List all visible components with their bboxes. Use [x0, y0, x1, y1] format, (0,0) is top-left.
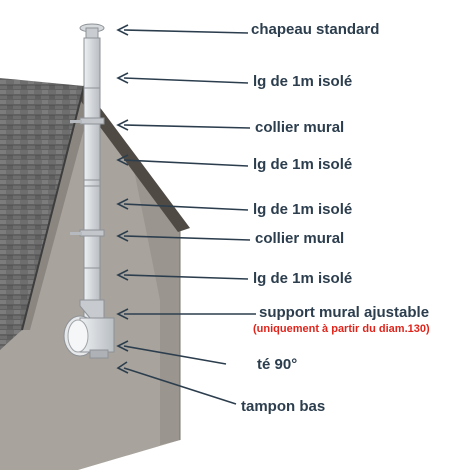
label-insulated-pipe-1: lg de 1m isolé: [253, 73, 353, 90]
leader-lines: [116, 24, 256, 405]
label-wall-collar-1: collier mural: [255, 119, 345, 136]
label-adjustable-wall-support: support mural ajustable: [259, 304, 430, 321]
cap: [79, 23, 105, 39]
wall-collar-2: [70, 229, 105, 237]
chimney-pipe: [83, 37, 101, 341]
tee-90: [63, 315, 115, 359]
label-chapeau-standard: chapeau standard: [251, 21, 380, 38]
label-wall-collar-2: collier mural: [255, 230, 345, 247]
label-insulated-pipe-2: lg de 1m isolé: [253, 156, 353, 173]
note-support-diameter: (uniquement à partir du diam.130): [253, 323, 430, 335]
wall-collar-1: [70, 117, 105, 125]
label-insulated-pipe-4: lg de 1m isolé: [253, 270, 353, 287]
label-tampon-bas: tampon bas: [241, 398, 326, 415]
label-insulated-pipe-3: lg de 1m isolé: [253, 201, 353, 218]
label-tee-90: té 90°: [257, 356, 298, 373]
roof: [0, 78, 190, 350]
